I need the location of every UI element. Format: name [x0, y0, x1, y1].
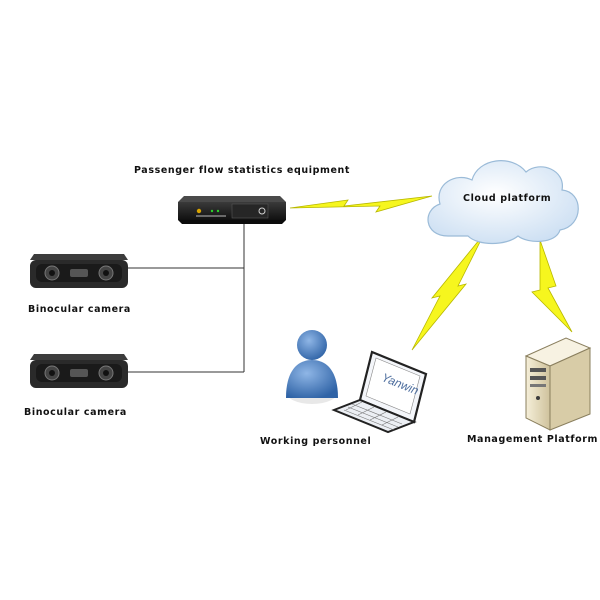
personnel-label: Working personnel	[260, 436, 372, 447]
binocular-camera-icon	[30, 354, 128, 388]
camera-wiring	[128, 224, 245, 373]
camera-top-label: Binocular camera	[28, 304, 131, 315]
binocular-camera-icon	[30, 254, 128, 288]
laptop-icon	[331, 350, 428, 434]
management-label: Management Platform	[467, 434, 599, 445]
camera-bottom-label: Binocular camera	[24, 407, 127, 418]
equipment-label: Passenger flow statistics equipment	[134, 165, 351, 176]
wireless-link-cloud-laptop	[411, 233, 485, 351]
wireless-link-equipment-cloud	[289, 195, 433, 213]
wireless-link-cloud-server	[531, 239, 573, 333]
server-tower-icon	[524, 337, 592, 431]
cloud-label: Cloud platform	[463, 193, 552, 204]
mobile-dvr-icon	[178, 196, 286, 224]
person-icon	[286, 330, 338, 404]
cloud-icon	[427, 160, 579, 245]
